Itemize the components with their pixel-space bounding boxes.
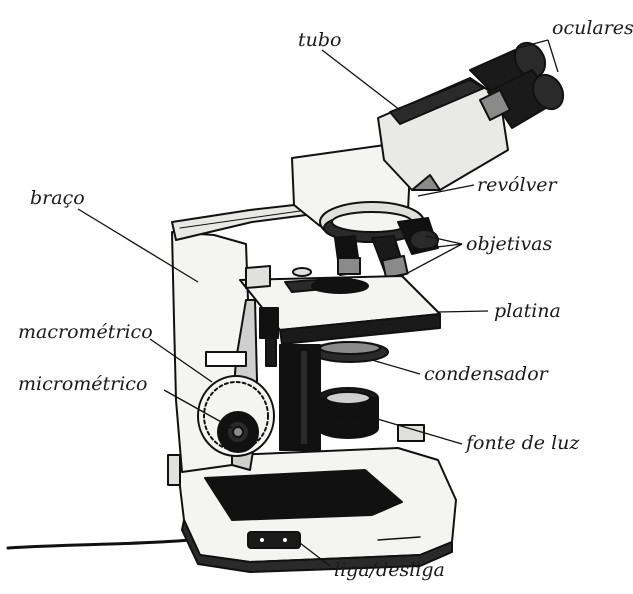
leader-condensador <box>372 360 420 374</box>
power-switch <box>248 532 300 548</box>
label-objetivas: objetivas <box>466 233 553 255</box>
leader-oculares-2 <box>548 40 558 72</box>
label-braco: braço <box>30 187 85 209</box>
label-revolver: revólver <box>477 174 559 196</box>
leader-tubo <box>322 50 400 110</box>
label-oculares: oculares <box>552 17 633 39</box>
label-tubo: tubo <box>298 29 341 51</box>
label-macrometrico: macrométrico <box>18 321 153 343</box>
leader-platina <box>438 311 488 312</box>
label-micrometrico: micrométrico <box>18 373 147 395</box>
arm-label-plate <box>172 203 314 240</box>
label-condensador: condensador <box>424 363 550 385</box>
label-fonte-de-luz: fonte de luz <box>464 432 580 454</box>
power-cord <box>8 540 190 548</box>
light-source <box>318 388 378 438</box>
base-plate <box>205 470 402 520</box>
microscope-illustration <box>8 37 569 572</box>
label-platina: platina <box>494 300 561 322</box>
label-liga-desliga: liga/desliga <box>334 559 445 581</box>
